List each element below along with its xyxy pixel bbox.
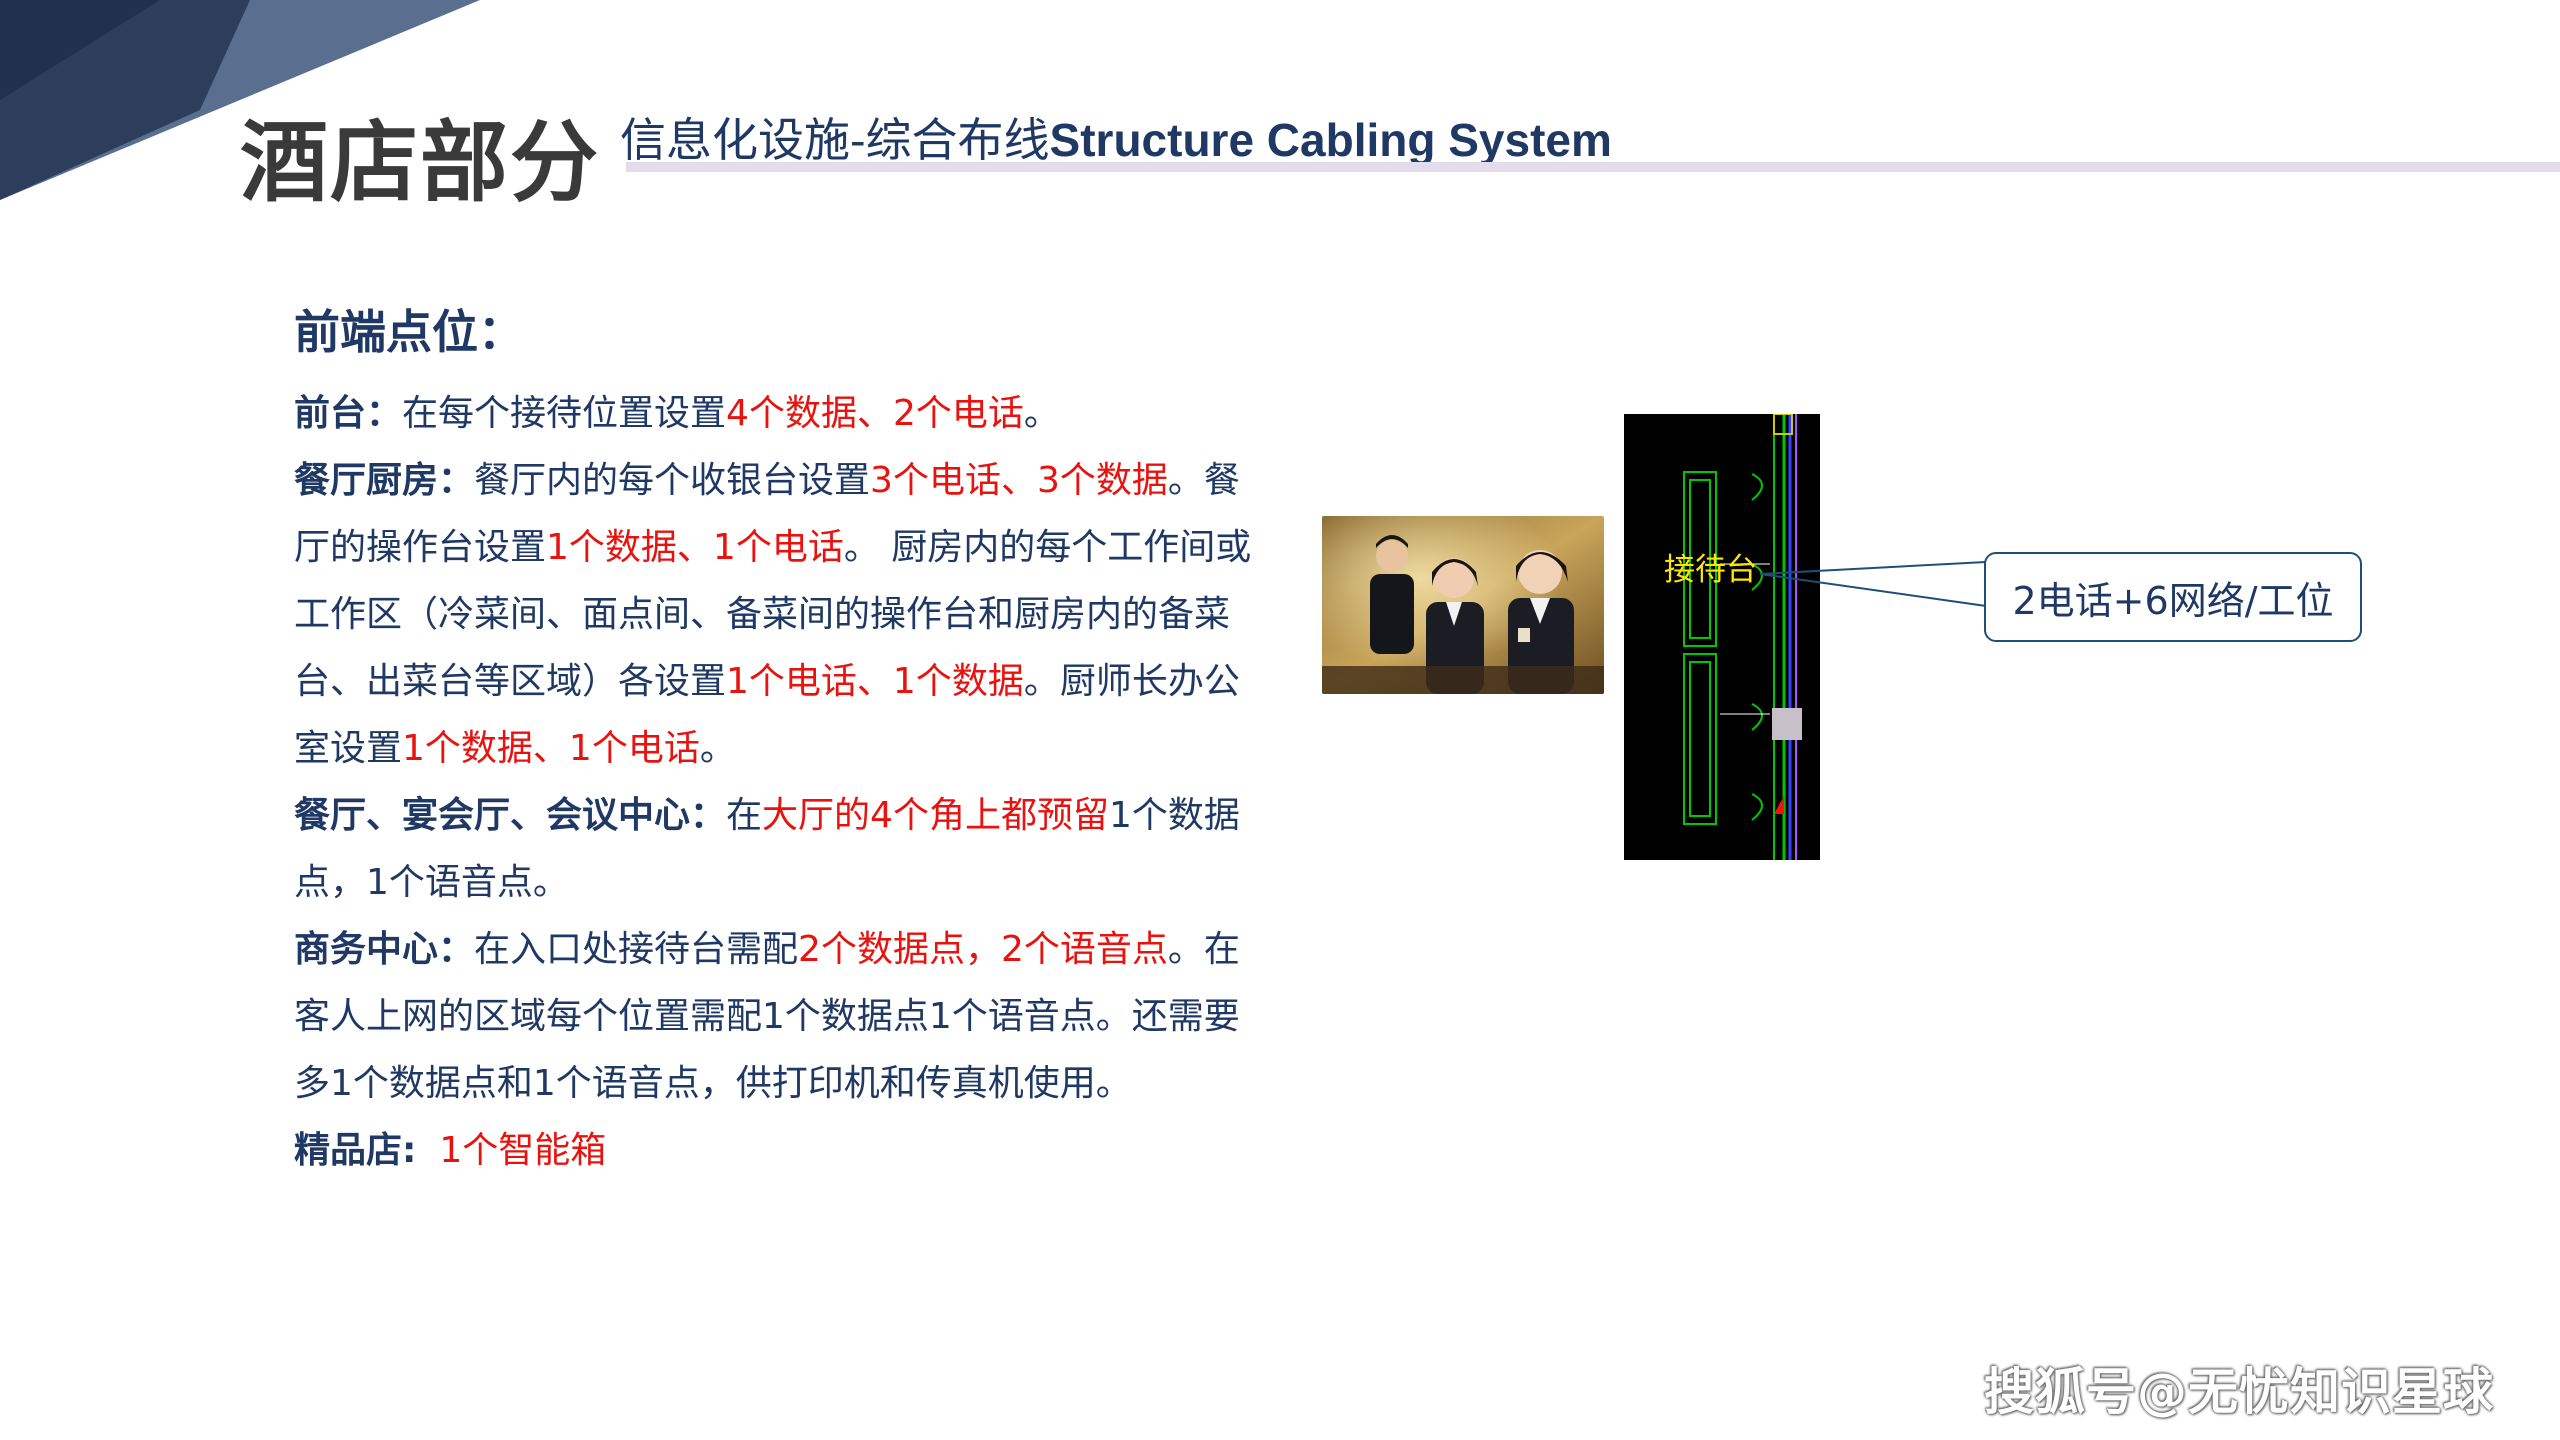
paragraph-label: 餐厅、宴会厅、会议中心	[294, 795, 691, 836]
highlight-text: 3个电话、3个数据	[870, 460, 1168, 501]
corner-decoration	[0, 0, 480, 200]
paragraph-label: 前台	[294, 393, 367, 434]
highlight-text: 4个数据、2个电话	[726, 393, 1024, 434]
highlight-text: 1个数据、1个电话	[546, 527, 844, 568]
paragraph-text: 。在客人上网的区域每个位置需配1个数据点1个语音点。还需要多1个数据点和1个语音…	[294, 929, 1240, 1104]
paragraph-text: 。厨师长办公室设置	[294, 661, 1240, 769]
paragraph-label: 商务中心	[294, 929, 439, 970]
paragraph-label-sep: ：	[690, 795, 727, 836]
point-paragraph: 餐厅、宴会厅、会议中心：在大厅的4个角上都预留1个数据点，1个语音点。	[294, 782, 1274, 916]
page-title: 酒店部分	[240, 111, 601, 214]
paragraph-text: 1个数据点，1个语音点。	[294, 795, 1240, 903]
paragraph-label-sep: ：	[438, 929, 475, 970]
point-description-list: 前台：在每个接待位置设置4个数据、2个电话。餐厅厨房：餐厅内的每个收银台设置3个…	[294, 380, 1274, 1184]
highlight-text: 1个智能箱	[439, 1130, 607, 1171]
paragraph-text	[416, 1130, 439, 1171]
point-paragraph: 商务中心：在入口处接待台需配2个数据点，2个语音点。在客人上网的区域每个位置需配…	[294, 916, 1274, 1117]
paragraph-text: 。餐厅的操作台设置	[294, 460, 1240, 568]
paragraph-text: 在	[726, 795, 763, 836]
paragraph-label-sep: :	[402, 1130, 417, 1171]
point-paragraph: 餐厅厨房：餐厅内的每个收银台设置3个电话、3个数据。餐厅的操作台设置1个数据、1…	[294, 447, 1274, 782]
subtitle-en: Structure Cabling System	[1049, 114, 1612, 166]
paragraph-label: 餐厅厨房	[294, 460, 439, 501]
header-divider	[626, 162, 2560, 172]
paragraph-text: 。	[699, 728, 736, 769]
highlight-text: 1个电话、1个数据	[726, 661, 1024, 702]
highlight-text: 大厅的4个角上都预留	[762, 795, 1109, 836]
paragraph-text: 。 厨房内的每个工作间或工作区（冷菜间、面点间、备菜间的操作台和厨房内的备菜台、…	[294, 527, 1252, 702]
subtitle-cn: 信息化设施-综合布线	[620, 113, 1050, 167]
reception-staff-photo	[1322, 516, 1604, 694]
paragraph-label-sep: ：	[438, 460, 475, 501]
point-paragraph: 前台：在每个接待位置设置4个数据、2个电话。	[294, 380, 1274, 447]
paragraph-text: 在每个接待位置设置	[402, 393, 727, 434]
callout-box: 2电话+6网络/工位	[1984, 552, 2362, 642]
paragraph-text: 在入口处接待台需配	[474, 929, 799, 970]
cad-label-reception: 接待台	[1664, 552, 1757, 588]
point-paragraph: 精品店: 1个智能箱	[294, 1117, 1274, 1184]
paragraph-text: 。	[1023, 393, 1060, 434]
highlight-text: 2个数据点，2个语音点	[798, 929, 1168, 970]
section-heading: 前端点位：	[294, 305, 524, 359]
paragraph-label-sep: ：	[366, 393, 403, 434]
watermark: 搜狐号@无忧知识星球	[1984, 1363, 2494, 1421]
callout-text: 2电话+6网络/工位	[2012, 578, 2334, 623]
paragraph-text: 餐厅内的每个收银台设置	[474, 460, 871, 501]
cad-floorplan-snippet: 接待台	[1624, 414, 1820, 860]
page-subtitle: 信息化设施-综合布线Structure Cabling System	[620, 104, 1612, 170]
highlight-text: 1个数据、1个电话	[402, 728, 700, 769]
paragraph-label: 精品店	[294, 1130, 403, 1171]
